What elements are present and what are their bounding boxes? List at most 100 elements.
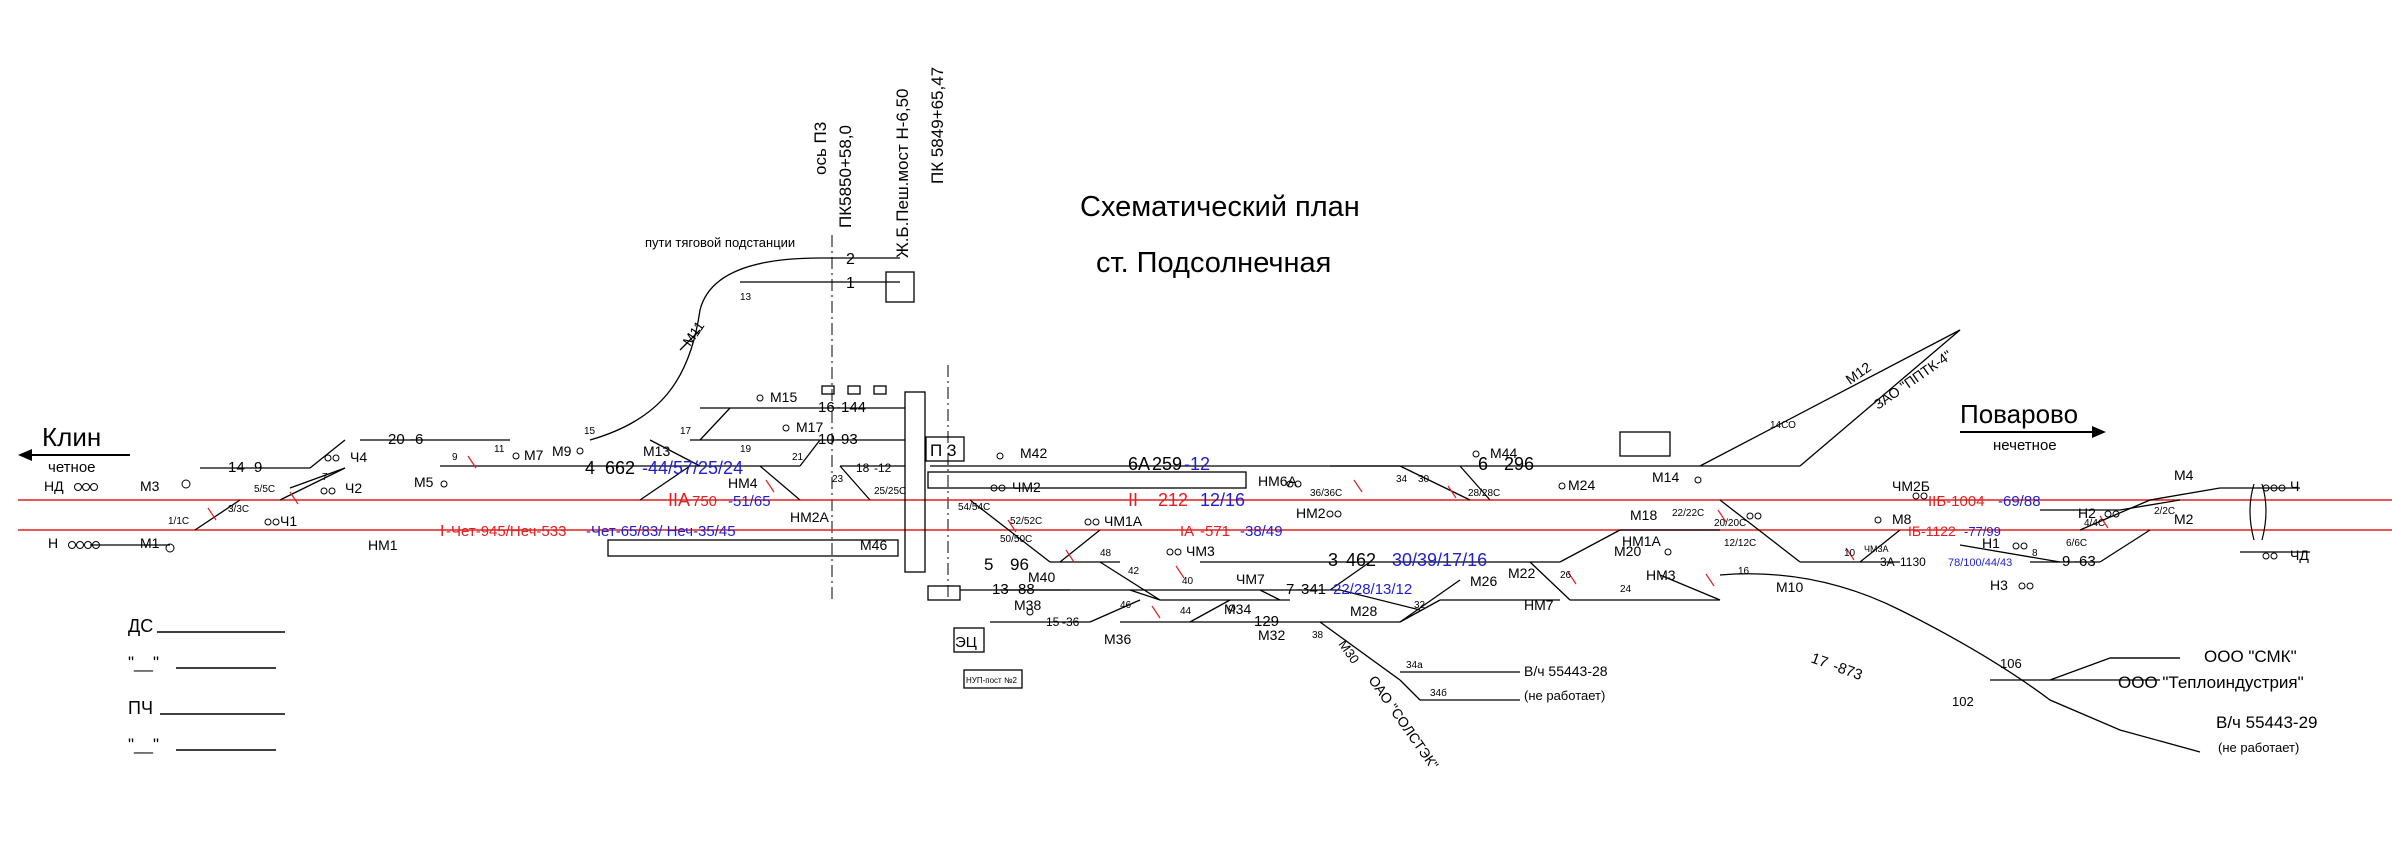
signature-pch: ПЧ <box>128 698 153 718</box>
track-6A-blue: -12 <box>1184 454 1210 474</box>
track-14-length: 9 <box>254 459 262 476</box>
track-5-name: 5 <box>984 555 993 574</box>
bridge-box-3 <box>873 385 887 395</box>
direction-left-name: Клин <box>42 422 101 452</box>
signal-M20: М20 <box>1614 543 1641 559</box>
branch-102: 102 <box>1952 694 1974 709</box>
signal-ND: НД <box>44 478 64 494</box>
switch-48: 48 <box>1100 548 1112 559</box>
building-substation <box>885 271 915 303</box>
track-IB-blue: -77/99 <box>1964 524 2001 539</box>
switch-25-25C: 25/25С <box>874 486 906 497</box>
substation-label: пути тяговой подстанции <box>645 235 795 250</box>
bridge-label: Ж.Б.Пеш.мост Н-6,50 <box>893 88 912 258</box>
track-13-name: 13 <box>992 581 1009 598</box>
track-15-length: -36 <box>1062 615 1080 629</box>
signal-M26: М26 <box>1470 573 1497 589</box>
switch-5-5C: 5/5С <box>254 484 275 495</box>
track-129-name: 129 <box>1254 613 1279 630</box>
signal-N: Н <box>48 535 58 551</box>
switch-marks <box>207 455 2109 619</box>
switch-9: 9 <box>452 452 458 463</box>
track-4-name: 4 <box>585 458 595 478</box>
switch-11: 11 <box>494 444 505 455</box>
track-6A-length: 259 <box>1152 454 1182 474</box>
track-II-blue: 12/16 <box>1200 490 1245 510</box>
track-3A-name: 3А <box>1880 555 1895 569</box>
signal-M9: М9 <box>552 443 572 459</box>
platform-main <box>607 539 899 557</box>
switch-13: 13 <box>740 292 752 303</box>
platform-center <box>904 391 926 573</box>
direction-right-sub: нечетное <box>1993 437 2057 454</box>
signal-M11: М11 <box>679 318 707 349</box>
direction-left: Клин четное <box>18 422 130 476</box>
direction-right: Поварово нечетное <box>1960 399 2106 454</box>
track-16-length: -144 <box>836 399 866 416</box>
signal-M28: М28 <box>1350 603 1377 619</box>
track-9-length: -63 <box>2074 553 2096 570</box>
track-18-name: 18 <box>856 461 870 475</box>
arrow-left-icon <box>18 449 32 461</box>
signal-M46: М46 <box>860 537 887 553</box>
track-IA-length: -571 <box>1200 523 1230 540</box>
track-I-text: -Чет-945/Неч-533 <box>446 523 566 540</box>
signature-ds: ДС <box>128 616 153 636</box>
track-7-blue: -22/28/13/12 <box>1328 581 1412 598</box>
signal-M2: М2 <box>2174 511 2194 527</box>
track-4-length: 662 <box>605 458 635 478</box>
switch-17: 17 <box>680 426 692 437</box>
track-7-name: 7 <box>1286 581 1294 598</box>
side-tracks <box>90 257 2310 753</box>
switch-15: 15 <box>584 426 596 437</box>
building-p3-label: П 3 <box>930 441 956 460</box>
signal-ChM2: ЧМ2 <box>1012 479 1041 495</box>
building-p3 <box>925 436 965 462</box>
switch-30: 30 <box>1418 474 1430 485</box>
signal-NM7: НМ7 <box>1524 597 1554 613</box>
switch-32: 32 <box>1414 600 1426 611</box>
signal-M10: М10 <box>1776 579 1803 595</box>
signal-N3: Н3 <box>1990 577 2008 593</box>
signal-M7: М7 <box>524 447 544 463</box>
track-I-blue: -Чет-65/83/ Неч-35/45 <box>586 523 736 540</box>
signal-M44: М44 <box>1490 445 1517 461</box>
buildings <box>607 271 1671 689</box>
track-9-name: 9 <box>2062 553 2070 570</box>
signature-date-1: "__" <box>128 653 159 672</box>
building-ets-label: ЭЦ <box>955 634 977 651</box>
track-14-name: 14 <box>228 459 245 476</box>
switch-50-50C: 50/50С <box>1000 534 1032 545</box>
switch-34: 34 <box>1396 474 1408 485</box>
branch-vch28: В/ч 55443-28 <box>1524 663 1608 679</box>
right-end-marks <box>2110 483 2267 659</box>
branch-vch28-note: (не работает) <box>1524 688 1605 703</box>
track-IA-name: IA <box>1180 523 1194 540</box>
signal-M36: М36 <box>1104 631 1131 647</box>
switch-46: 46 <box>1120 600 1132 611</box>
signal-NM2: НМ2 <box>1296 505 1326 521</box>
branch-smk: ООО "СМК" <box>2204 647 2297 666</box>
track-IIA-length: 750 <box>692 493 717 510</box>
switch-52-52C: 52/52С <box>1010 516 1042 527</box>
branch-zao: ЗАО "ППТК-4" <box>1871 347 1955 413</box>
axis-p3-label: ось П3 <box>811 122 830 175</box>
switch-54-54C: 54/54С <box>958 502 990 513</box>
switch-8: 8 <box>2032 548 2038 559</box>
switch-34a: 34а <box>1406 660 1423 671</box>
track-II-name: II <box>1128 490 1138 510</box>
signal-M18: М18 <box>1630 507 1657 523</box>
signal-ChM2B: ЧМ2Б <box>1892 478 1930 494</box>
switch-26: 26 <box>1560 570 1572 581</box>
track-4-blue: -44/57/25/24 <box>642 458 743 478</box>
signal-ChM1A: ЧМ1А <box>1104 513 1143 529</box>
switch-14CO: 14СО <box>1770 420 1796 431</box>
signal-N2: Н2 <box>2078 505 2096 521</box>
switch-40: 40 <box>1182 576 1194 587</box>
switch-28-28C: 28/28С <box>1468 488 1500 499</box>
signal-M17: М17 <box>796 419 823 435</box>
track-3-blue: 30/39/17/16 <box>1392 550 1487 570</box>
signature-block: ДС "__" ПЧ "__" <box>128 616 285 754</box>
signal-N1: Н1 <box>1982 535 2000 551</box>
track-IIA-blue: -51/65 <box>728 493 771 510</box>
